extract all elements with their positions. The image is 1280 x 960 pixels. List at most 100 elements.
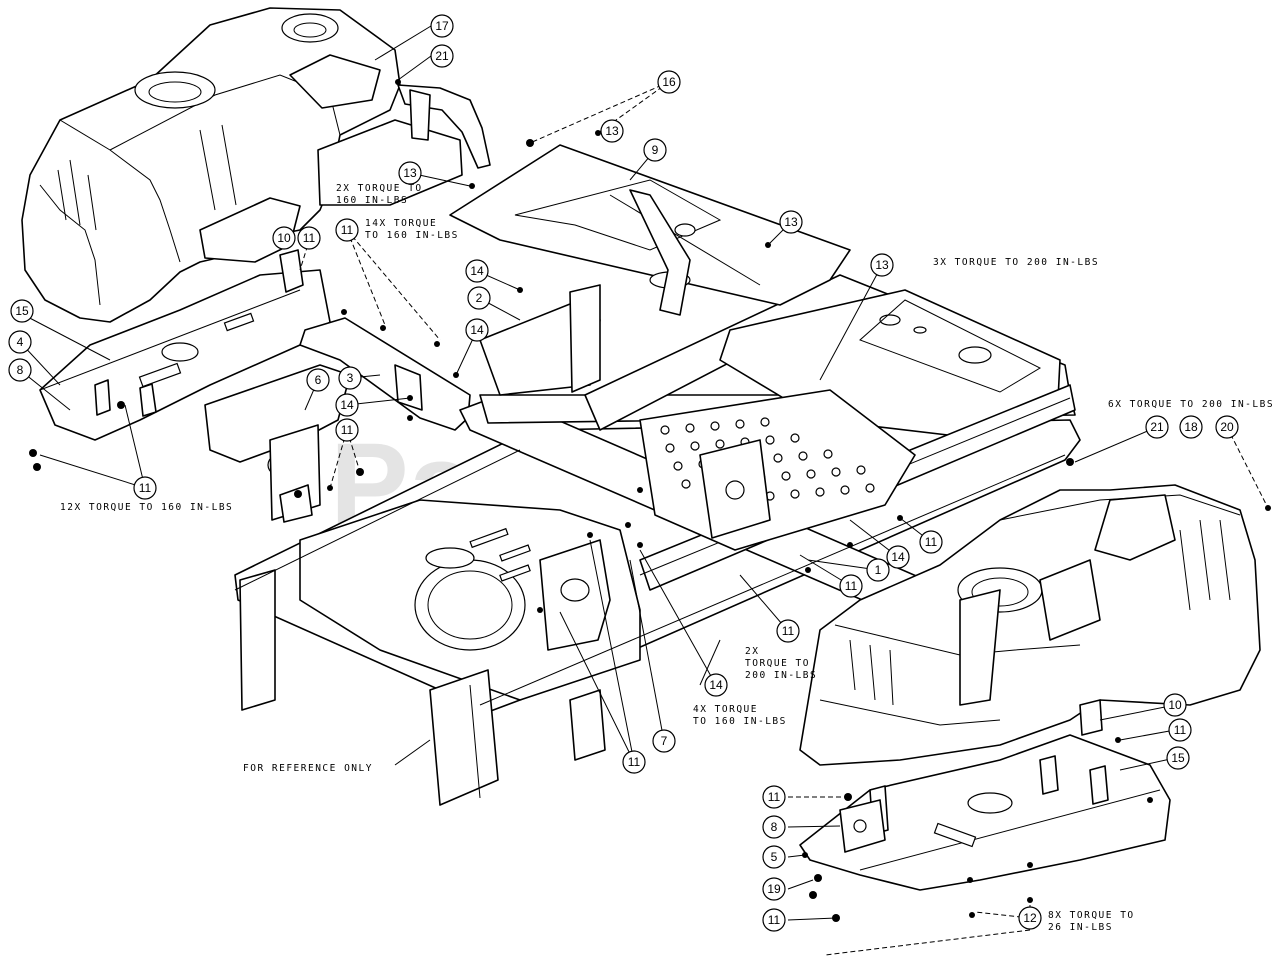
callout-15[interactable]: 15 xyxy=(1166,746,1190,770)
svg-text:15: 15 xyxy=(15,304,29,318)
callout-19[interactable]: 19 xyxy=(762,877,786,901)
svg-text:13: 13 xyxy=(784,215,798,229)
callout-2[interactable]: 2 xyxy=(467,286,491,310)
svg-text:14: 14 xyxy=(709,678,723,692)
svg-text:14: 14 xyxy=(470,264,484,278)
callout-1[interactable]: 1 xyxy=(866,558,890,582)
callout-13[interactable]: 13 xyxy=(870,253,894,277)
svg-text:11: 11 xyxy=(139,481,152,495)
callout-14[interactable]: 14 xyxy=(886,545,910,569)
callout-11[interactable]: 11 xyxy=(839,574,863,598)
seat-bracket xyxy=(397,84,491,169)
svg-text:21: 21 xyxy=(435,49,449,63)
callouts: 17 21 16 13 9 13 13 11 10 11 13 14 2 14 … xyxy=(8,14,1239,932)
callout-10[interactable]: 10 xyxy=(1163,693,1187,717)
left-footrest-plate xyxy=(39,249,331,441)
callout-11[interactable]: 11 xyxy=(335,218,359,242)
svg-text:11: 11 xyxy=(341,223,354,237)
callout-7[interactable]: 7 xyxy=(652,729,676,753)
svg-text:11: 11 xyxy=(845,579,858,593)
note-8x-26-line2: 26 IN-LBS xyxy=(1048,922,1113,933)
note-for-reference-only: FOR REFERENCE ONLY xyxy=(243,763,373,774)
rear-fender-left xyxy=(21,7,463,323)
svg-text:14: 14 xyxy=(891,550,905,564)
note-14x-160-line2: TO 160 IN-LBS xyxy=(365,230,459,241)
rear-fender-right xyxy=(799,484,1261,766)
callout-10[interactable]: 10 xyxy=(272,226,296,250)
callout-11[interactable]: 11 xyxy=(335,418,359,442)
callout-13[interactable]: 13 xyxy=(600,119,624,143)
floor-perforations xyxy=(660,417,875,505)
callout-13[interactable]: 13 xyxy=(398,161,422,185)
callout-9[interactable]: 9 xyxy=(643,138,667,162)
main-frame xyxy=(234,274,1081,806)
note-4x-160-line2: TO 160 IN-LBS xyxy=(693,716,787,727)
note-2x-160-line2: 160 IN-LBS xyxy=(336,195,408,206)
svg-text:14: 14 xyxy=(470,323,484,337)
note-8x-26-line1: 8X TORQUE TO xyxy=(1048,910,1135,921)
svg-text:3: 3 xyxy=(347,371,354,385)
callout-20[interactable]: 20 xyxy=(1215,415,1239,439)
callout-8[interactable]: 8 xyxy=(8,358,32,382)
svg-text:11: 11 xyxy=(1174,723,1187,737)
svg-text:14: 14 xyxy=(340,398,354,412)
callout-11[interactable]: 11 xyxy=(762,908,786,932)
callout-11[interactable]: 11 xyxy=(919,530,943,554)
callout-11[interactable]: 11 xyxy=(762,785,786,809)
note-2x-200-line1: 2X xyxy=(745,646,759,657)
note-6x-200: 6X TORQUE TO 200 IN-LBS xyxy=(1108,399,1274,410)
svg-text:11: 11 xyxy=(925,535,938,549)
callout-16[interactable]: 16 xyxy=(657,70,681,94)
callout-21[interactable]: 21 xyxy=(1145,415,1169,439)
svg-text:6: 6 xyxy=(315,373,322,387)
callout-6[interactable]: 6 xyxy=(306,368,330,392)
callout-11[interactable]: 11 xyxy=(622,750,646,774)
callout-18[interactable]: 18 xyxy=(1179,415,1203,439)
callout-8[interactable]: 8 xyxy=(762,815,786,839)
top-cross-plate xyxy=(449,144,851,316)
svg-text:11: 11 xyxy=(768,790,781,804)
note-12x-160: 12X TORQUE TO 160 IN-LBS xyxy=(60,502,233,513)
svg-text:10: 10 xyxy=(1168,698,1182,712)
callout-11[interactable]: 11 xyxy=(133,476,157,500)
bracket-left-lower xyxy=(204,364,351,523)
callout-5[interactable]: 5 xyxy=(762,845,786,869)
svg-text:11: 11 xyxy=(768,913,781,927)
svg-text:7: 7 xyxy=(661,734,668,748)
callout-14[interactable]: 14 xyxy=(335,393,359,417)
svg-text:11: 11 xyxy=(782,624,795,638)
svg-text:11: 11 xyxy=(303,231,316,245)
note-2x-160-line1: 2X TORQUE TO xyxy=(336,183,423,194)
svg-text:4: 4 xyxy=(17,335,24,349)
callout-11[interactable]: 11 xyxy=(297,226,321,250)
svg-text:10: 10 xyxy=(277,231,291,245)
right-footrest-plate xyxy=(799,699,1171,891)
svg-text:12: 12 xyxy=(1023,911,1037,925)
svg-text:20: 20 xyxy=(1220,420,1234,434)
svg-text:5: 5 xyxy=(771,850,778,864)
callout-17[interactable]: 17 xyxy=(430,14,454,38)
svg-text:13: 13 xyxy=(875,258,889,272)
callout-11[interactable]: 11 xyxy=(1168,718,1192,742)
callout-11[interactable]: 11 xyxy=(776,619,800,643)
svg-text:18: 18 xyxy=(1184,420,1198,434)
note-2x-200-line3: 200 IN-LBS xyxy=(745,670,817,681)
leader-lines xyxy=(19,25,1269,956)
callout-13[interactable]: 13 xyxy=(779,210,803,234)
callout-21[interactable]: 21 xyxy=(430,44,454,68)
callout-12[interactable]: 12 xyxy=(1018,906,1042,930)
callout-3[interactable]: 3 xyxy=(338,366,362,390)
svg-text:13: 13 xyxy=(403,166,417,180)
callout-4[interactable]: 4 xyxy=(8,330,32,354)
callout-14[interactable]: 14 xyxy=(465,259,489,283)
svg-text:11: 11 xyxy=(341,423,354,437)
note-4x-160-line1: 4X TORQUE xyxy=(693,704,758,715)
torque-notes: 2X TORQUE TO 160 IN-LBS 1 4X TORQUE TO 16… xyxy=(60,183,1274,933)
callout-14[interactable]: 14 xyxy=(465,318,489,342)
svg-text:8: 8 xyxy=(17,363,24,377)
svg-text:16: 16 xyxy=(662,75,676,89)
callout-15[interactable]: 15 xyxy=(10,299,34,323)
note-2x-200-line2: TORQUE TO xyxy=(745,658,810,669)
callout-14[interactable]: 14 xyxy=(704,673,728,697)
